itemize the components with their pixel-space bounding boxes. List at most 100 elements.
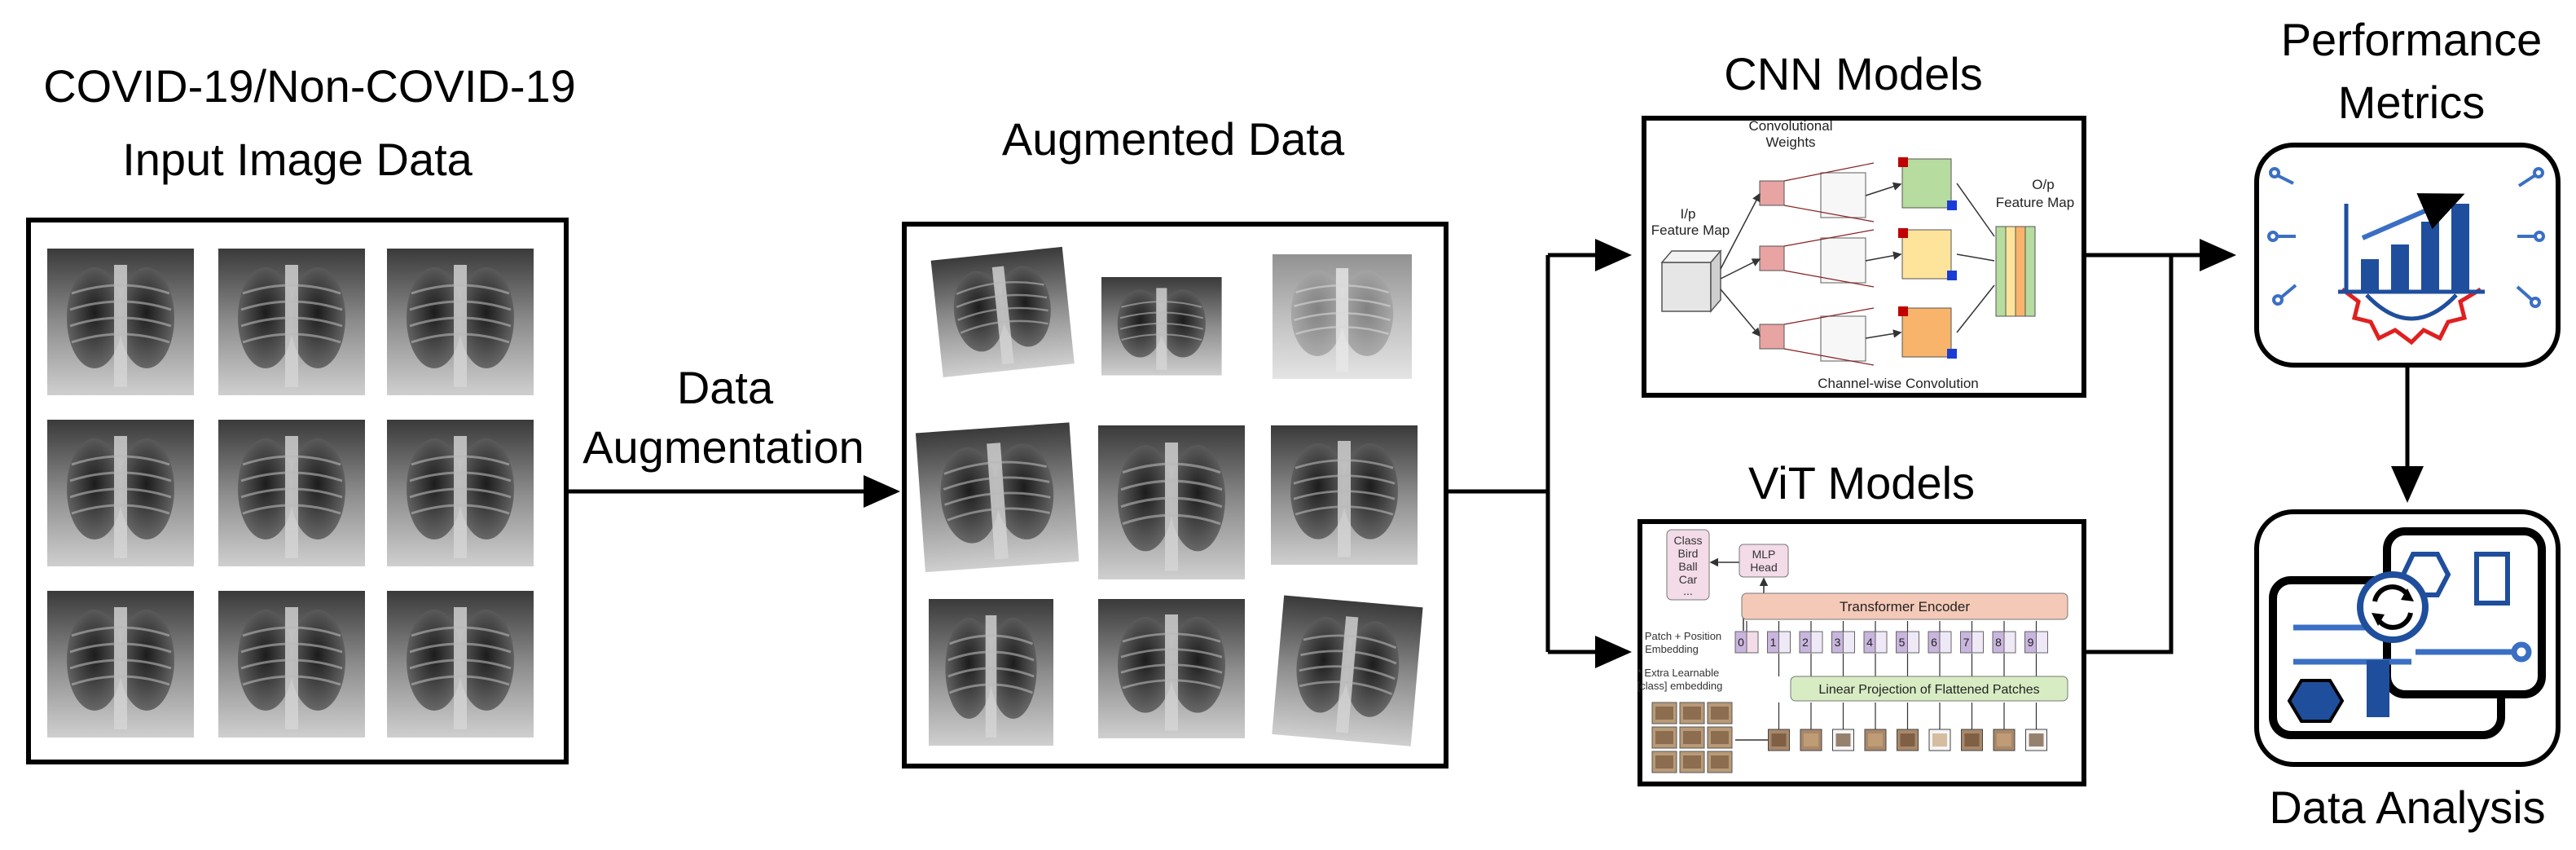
vit-patch-row (1768, 702, 2047, 751)
vit-patch-label: Patch + Position (1645, 630, 1721, 642)
vit-class-item: Ball (1678, 560, 1697, 573)
vit-class-label: Class (1673, 534, 1702, 547)
cnn-grid-cubes (1783, 162, 1875, 366)
vit-position-label: 8 (1995, 636, 2002, 649)
branch-connectors (1448, 239, 1632, 668)
xray-image (46, 247, 196, 397)
augmented-data-panel: Augmented Data (902, 113, 1448, 769)
vit-position-label: 1 (1770, 636, 1777, 649)
xray-image (385, 247, 535, 397)
vit-position-label: 5 (1899, 636, 1906, 649)
cnn-diagram: Convolutional Weights I/p Feature Map (1651, 118, 2074, 391)
cnn-models-panel: CNN Models Convolutional Weights I/p Fea… (1642, 48, 2086, 398)
xray-image (1269, 424, 1419, 566)
cnn-connection (1865, 329, 1902, 339)
cnn-output-stack (1956, 183, 2036, 333)
cnn-connection (1720, 258, 1761, 280)
vit-class-item: ... (1683, 584, 1693, 597)
vit-class-box (1666, 529, 1710, 601)
vit-class-item: Car (1679, 573, 1698, 586)
merge-connectors (2084, 239, 2236, 654)
augmented-xray-grid (914, 245, 1424, 748)
vit-flattened-patch (1832, 702, 1854, 751)
input-title-line2: Input Image Data (122, 134, 473, 185)
vit-position-token: 0 (1734, 621, 1759, 654)
cnn-connection (1865, 182, 1902, 196)
vit-patch-image (1651, 726, 1677, 749)
sparkle-icon (2267, 167, 2545, 308)
vit-models-panel: ViT Models Class Bird Ball Car ... MLP H… (1637, 457, 2086, 786)
xray-image (385, 589, 535, 739)
vit-position-token: 3 (1831, 621, 1855, 676)
vit-flattened-patch (1961, 702, 1983, 751)
vit-position-token: 9 (2024, 621, 2048, 676)
xray-image (1097, 424, 1246, 581)
xray-image (927, 597, 1055, 747)
xray-image (1271, 253, 1413, 381)
performance-chart-icon (2267, 167, 2545, 346)
xray-image (46, 589, 196, 739)
xray-image (930, 245, 1076, 379)
xray-image (217, 589, 367, 739)
vit-extra-label: * Extra Learnable (1637, 667, 1719, 679)
cnn-output-fm-label-2: Feature Map (1996, 195, 2074, 210)
vit-patch-image (1707, 702, 1733, 724)
vit-transformer-encoder (1741, 592, 2068, 620)
vit-position-label: 4 (1866, 636, 1873, 649)
analysis-title: Data Analysis (2269, 782, 2545, 833)
cnn-title: CNN Models (1724, 48, 1982, 99)
vit-mlp-head (1739, 544, 1789, 578)
vit-extra-label-2: [class] embedding (1637, 680, 1723, 692)
cnn-weight-cubes (1759, 180, 1785, 350)
xray-image (1100, 275, 1223, 377)
performance-metrics-panel: Performance Metrics (2254, 14, 2561, 503)
vit-mlp-label: MLP (1752, 548, 1776, 561)
cnn-connection (1720, 288, 1761, 337)
xray-image (217, 418, 367, 568)
vit-patch-label-2: Embedding (1645, 643, 1699, 655)
vit-position-token: 5 (1896, 621, 1919, 676)
augmentation-step: Data Augmentation (569, 362, 900, 508)
vit-patch-image (1651, 702, 1677, 724)
cnn-input-cube (1660, 249, 1722, 314)
gear-icon (2341, 287, 2482, 346)
vit-position-label: 9 (2028, 636, 2034, 649)
input-xray-grid (46, 247, 535, 739)
vit-out-line (2084, 255, 2174, 654)
vit-diagram: Class Bird Ball Car ... MLP Head Transfo… (1637, 529, 2068, 773)
augmentation-label-line1: Data (677, 362, 774, 413)
refresh-icon (2357, 571, 2429, 643)
cnn-input-fm-label-2: Feature Map (1651, 222, 1730, 238)
vit-title: ViT Models (1748, 457, 1975, 509)
vit-position-label: 6 (1931, 636, 1937, 649)
vit-transformer-label: Transformer Encoder (1840, 599, 1970, 614)
vit-flattened-patch (2025, 702, 2047, 751)
cnn-output-fm-label: O/p (2032, 177, 2054, 192)
vit-flattened-patch (1993, 702, 2016, 751)
analysis-icon (2269, 527, 2546, 739)
vit-flattened-patch (1864, 702, 1887, 751)
cnn-channel-conv-label: Channel-wise Convolution (1818, 376, 1979, 391)
cnn-conv-weights-label-2: Weights (1765, 134, 1815, 150)
xray-image (385, 418, 535, 568)
trend-arrow-icon (2361, 193, 2465, 240)
vit-position-token: 1 (1767, 621, 1791, 676)
augmented-title: Augmented Data (1002, 113, 1345, 165)
input-title-line1: COVID-19/Non-COVID-19 (43, 60, 576, 112)
cnn-conv-weights-label: Convolutional (1748, 118, 1832, 134)
performance-title-line2: Metrics (2338, 77, 2485, 128)
hexagon-icon (2287, 679, 2345, 723)
cnn-connection (1720, 192, 1761, 270)
vit-linear-projection-label: Linear Projection of Flattened Patches (1818, 683, 2039, 697)
xray-image (46, 418, 196, 568)
vit-position-label: 3 (1835, 636, 1841, 649)
vit-flattened-patch (1897, 702, 1919, 751)
vit-input-image-grid (1651, 702, 1733, 773)
xray-image (1097, 597, 1246, 740)
xray-image (217, 247, 367, 397)
vit-flattened-patch (1928, 702, 1951, 751)
vit-flattened-patch (1768, 702, 1790, 751)
vit-position-token: 4 (1863, 621, 1888, 676)
vit-position-token: 2 (1799, 621, 1823, 676)
